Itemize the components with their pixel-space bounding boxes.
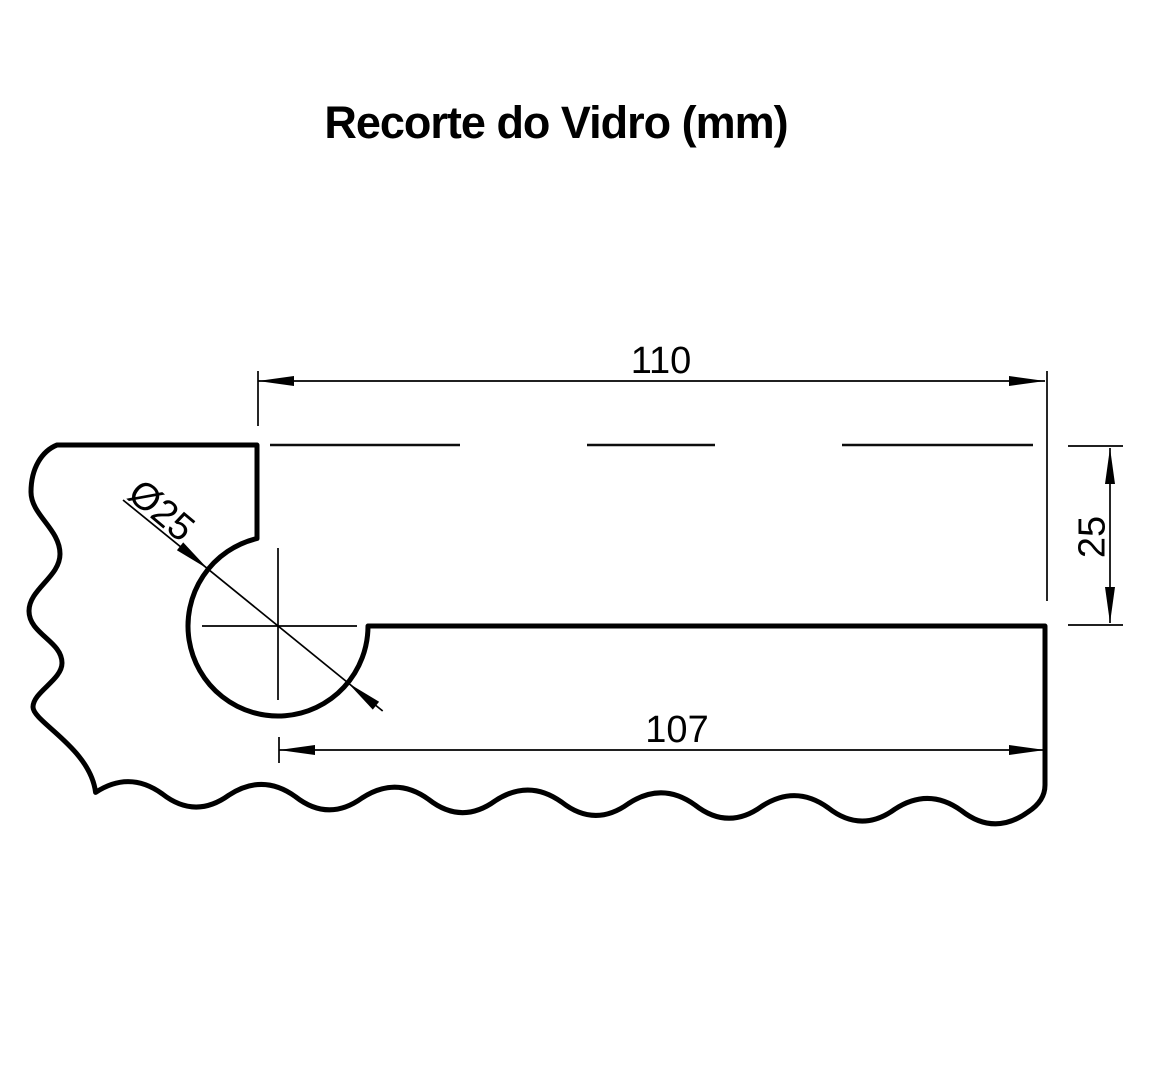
dim-107-label: 107 — [645, 709, 708, 751]
dim-d25-arrow-lower — [348, 683, 380, 710]
dimension-hole-diameter: Ø25 — [120, 472, 384, 712]
glass-outline — [26, 442, 1048, 827]
dimension-bottom-width: 107 — [278, 709, 1045, 763]
dim-110-label: 110 — [631, 340, 692, 382]
drawing-title: Recorte do Vidro (mm) — [324, 97, 788, 148]
dim-25-label: 25 — [1071, 516, 1113, 558]
dim-25-arrow-up — [1105, 448, 1115, 484]
dim-110-arrow-right — [1009, 376, 1045, 386]
dim-d25-leader-line — [122, 499, 384, 712]
dim-107-arrow-right — [1009, 745, 1045, 755]
dim-25-arrow-down — [1105, 587, 1115, 623]
dim-110-arrow-left — [258, 376, 294, 386]
dimension-arrowheads — [176, 376, 1115, 755]
dim-d25-arrow-upper — [176, 542, 208, 569]
dimension-top-width: 110 — [257, 340, 1048, 601]
dim-107-arrow-left — [279, 745, 315, 755]
dimension-right-depth: 25 — [1068, 445, 1123, 626]
hole-centerlines — [202, 548, 357, 700]
dim-d25-label: Ø25 — [120, 472, 202, 550]
